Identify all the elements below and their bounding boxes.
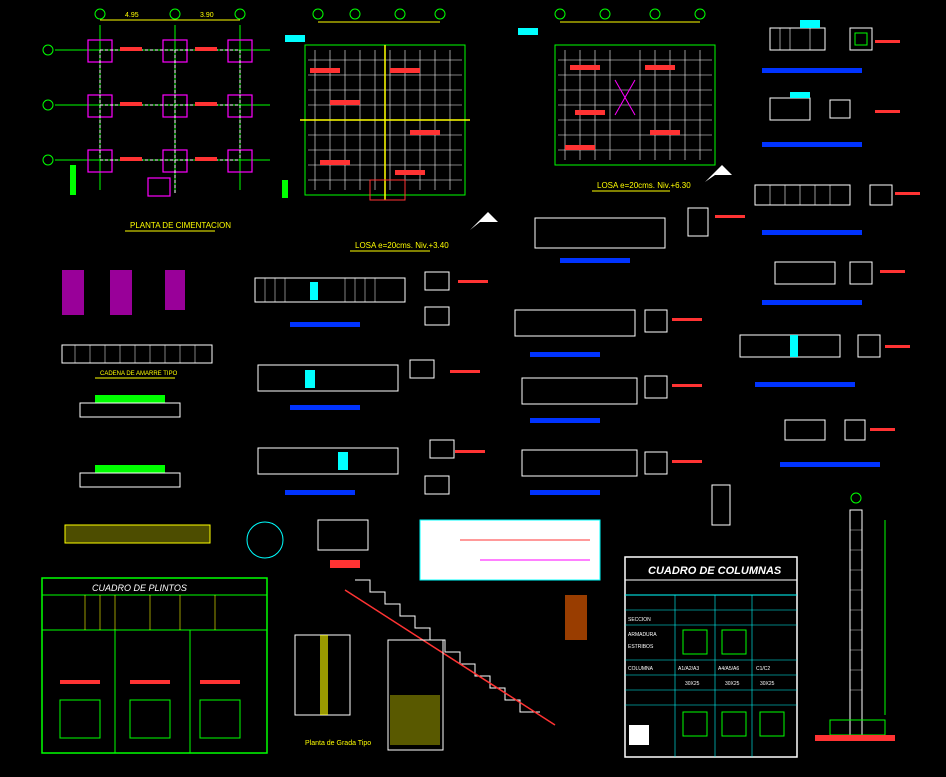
beam-details-right bbox=[739, 20, 920, 467]
slab-2-title: LOSA e=20cms. Niv.+6.30 bbox=[597, 181, 691, 190]
svg-text:4.95: 4.95 bbox=[125, 12, 139, 19]
beam-elevations-middle bbox=[254, 207, 745, 495]
left-details: CADENA DE AMARRE TIPO bbox=[61, 270, 369, 559]
col-type-1: A1/A2/A3 bbox=[678, 666, 699, 672]
footing-table-title: CUADRO DE PLINTOS bbox=[92, 583, 187, 593]
col-section-2: 30X25 bbox=[725, 681, 740, 687]
col-row-estribos: ESTRIBOS bbox=[628, 644, 654, 650]
col-type-3: C1/C2 bbox=[756, 666, 770, 672]
column-table-title: CUADRO DE COLUMNAS bbox=[648, 565, 782, 577]
tie-beam-title: CADENA DE AMARRE TIPO bbox=[100, 371, 178, 377]
col-section-3: 30X25 bbox=[760, 681, 775, 687]
slab-1-title: LOSA e=20cms. Niv.+3.40 bbox=[355, 241, 449, 250]
col-section-1: 30X25 bbox=[685, 681, 700, 687]
column-table: CUADRO DE COLUMNAS SECCION ARMADURA ESTR… bbox=[624, 556, 798, 758]
col-type-2: A4/A5/A6 bbox=[718, 666, 739, 672]
col-row-armadura: ARMADURA bbox=[628, 632, 657, 638]
column-elevation bbox=[711, 484, 895, 741]
slab-plan-1: LOSA e=20cms. Niv.+3.40 bbox=[282, 8, 498, 252]
foundation-plan: 4.95 3.90 bbox=[42, 8, 270, 232]
footing-table: CUADRO DE PLINTOS bbox=[41, 577, 268, 754]
svg-text:3.90: 3.90 bbox=[200, 12, 214, 19]
stair-plan-title: Planta de Grada Tipo bbox=[305, 740, 371, 747]
foundation-plan-title: PLANTA DE CIMENTACION bbox=[130, 221, 231, 230]
col-row-columna: COLUMNA bbox=[628, 666, 654, 672]
slab-plan-2: LOSA e=20cms. Niv.+6.30 bbox=[518, 8, 732, 192]
col-row-section: SECCION bbox=[628, 617, 651, 623]
stair-details: Planta de Grada Tipo bbox=[294, 519, 601, 751]
